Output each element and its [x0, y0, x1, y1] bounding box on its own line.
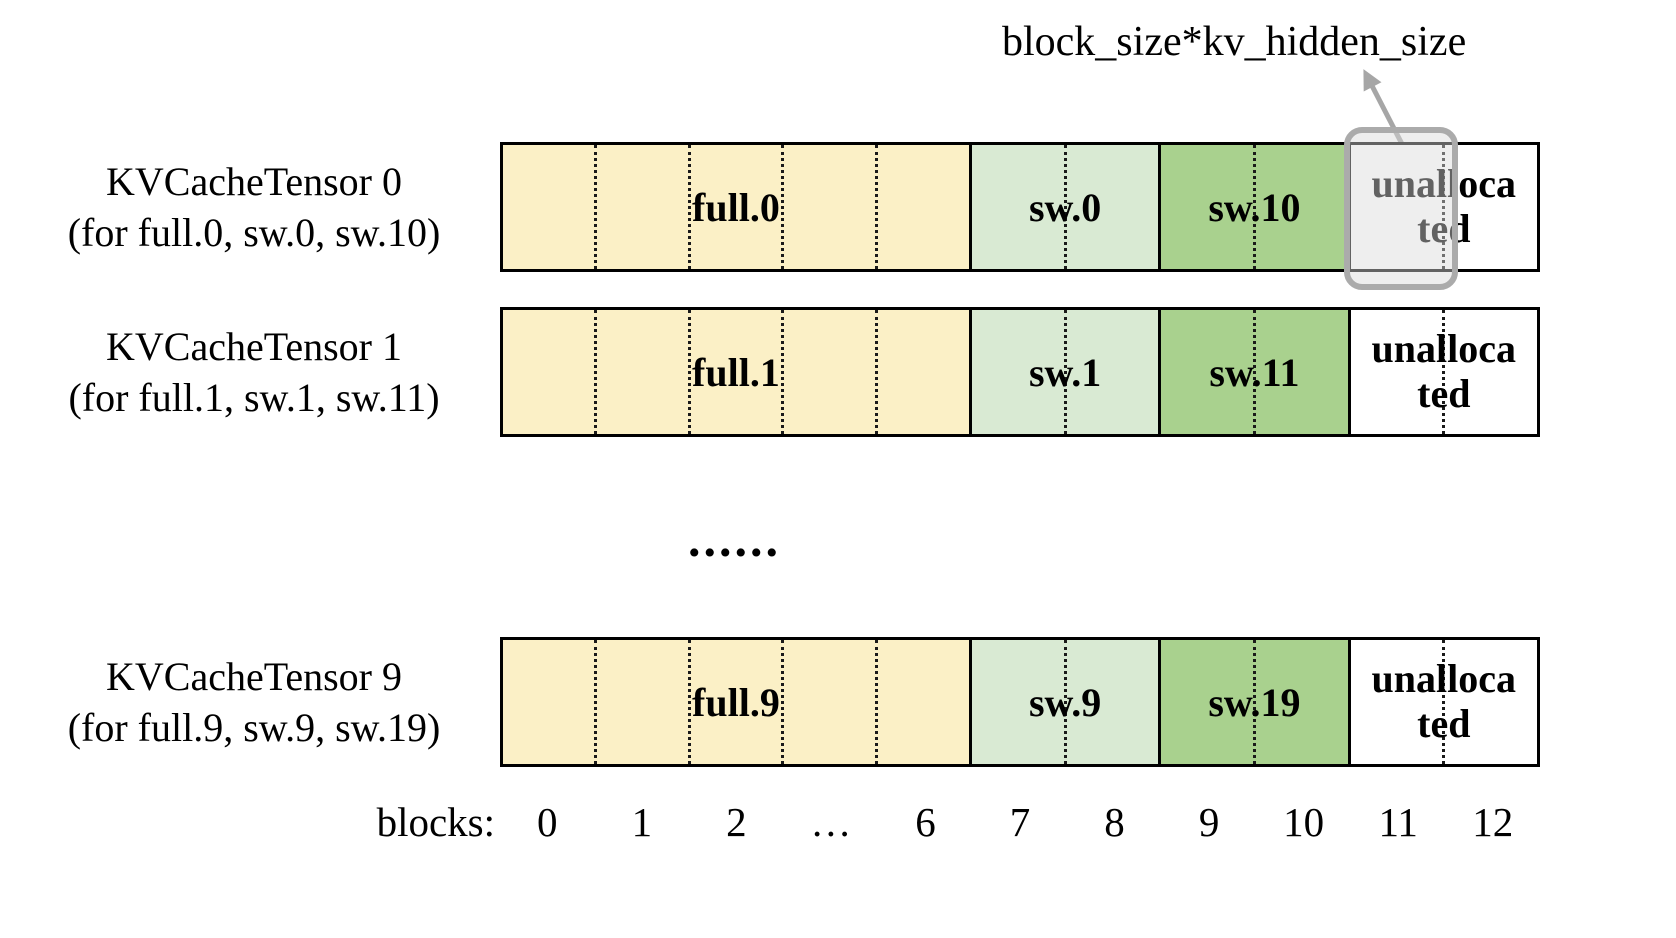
- segment-label-sw-a-1: sw.1: [1028, 349, 1102, 395]
- segment-full-9: full.9: [503, 640, 969, 764]
- block-cell: [875, 310, 969, 434]
- block-grid: [972, 145, 1158, 269]
- tensor-row-1: KVCacheTensor 1 (for full.1, sw.1, sw.11…: [0, 307, 1676, 437]
- axis-tick: 2: [726, 799, 747, 845]
- axis-tick: 11: [1378, 799, 1418, 845]
- segment-label-unallocated-9: unallocated: [1371, 656, 1517, 746]
- axis-tick: 9: [1198, 799, 1220, 845]
- segment-label-unallocated-1: unallocated: [1371, 326, 1517, 416]
- segment-label-full-0: full.0: [692, 184, 780, 230]
- block-axis: blocks: 0 1 2 … 6 7 8 9 10 11 12: [0, 798, 1676, 858]
- segment-label-sw-b-1: sw.11: [1209, 349, 1300, 395]
- tensor-row-9: KVCacheTensor 9 (for full.9, sw.9, sw.19…: [0, 637, 1676, 767]
- axis-tick: 6: [915, 799, 936, 845]
- tensor-subtitle-1: (for full.1, sw.1, sw.11): [68, 375, 440, 420]
- segment-sw-a-1: sw.1: [968, 310, 1159, 434]
- tensor-subtitle-0: (for full.0, sw.0, sw.10): [67, 210, 441, 255]
- segment-full-0: full.0: [503, 145, 969, 269]
- block-cell: [687, 310, 782, 434]
- block-cell: [593, 640, 688, 764]
- tensor-bar-1: full.1 sw.1 sw.11 unallocated: [500, 307, 1540, 437]
- block-axis-label: blocks:: [376, 799, 495, 845]
- block-cell: [503, 310, 594, 434]
- segment-sw-b-0: sw.10: [1158, 145, 1348, 269]
- block-grid: [1351, 145, 1537, 269]
- block-cell: [1063, 145, 1159, 269]
- block-cell: [1442, 145, 1537, 269]
- block-grid: [1161, 145, 1347, 269]
- block-cell: [1442, 640, 1537, 764]
- segment-sw-a-9: sw.9: [968, 640, 1159, 764]
- block-grid: [972, 640, 1158, 764]
- block-grid: [972, 310, 1158, 434]
- tensor-bar-0: full.0 sw.0 sw.10 unallocated: [500, 142, 1540, 272]
- segment-label-sw-a-0: sw.0: [1028, 184, 1102, 230]
- axis-tick: 12: [1472, 799, 1514, 845]
- block-cell: [1252, 145, 1348, 269]
- single-block-highlight: [1344, 127, 1458, 290]
- block-grid: [1351, 310, 1537, 434]
- axis-tick: 10: [1283, 799, 1325, 845]
- block-cell: [1442, 310, 1537, 434]
- segment-unallocated-1: unallocated: [1347, 310, 1537, 434]
- block-cell: [875, 145, 969, 269]
- block-grid: [1161, 310, 1347, 434]
- axis-tick: …: [810, 799, 852, 845]
- block-cell: [781, 640, 875, 764]
- block-cell: [1252, 640, 1348, 764]
- segment-unallocated-9: unallocated: [1347, 640, 1537, 764]
- block-grid: [1161, 640, 1347, 764]
- tensor-row-0: KVCacheTensor 0 (for full.0, sw.0, sw.10…: [0, 127, 1676, 290]
- block-cell: [781, 145, 875, 269]
- segment-label-full-1: full.1: [692, 349, 780, 395]
- segment-label-sw-b-0: sw.10: [1208, 184, 1301, 230]
- block-cell: [1063, 640, 1159, 764]
- block-cell: [593, 310, 688, 434]
- block-grid: [503, 310, 969, 434]
- tensor-bar-9: full.9 sw.9 sw.19 unallocated: [500, 637, 1540, 767]
- block-grid: [503, 640, 969, 764]
- segment-label-sw-b-9: sw.19: [1208, 679, 1301, 725]
- segment-label-sw-a-9: sw.9: [1028, 679, 1102, 725]
- block-grid: [503, 145, 969, 269]
- block-cell: [593, 145, 688, 269]
- block-cell: [1063, 310, 1159, 434]
- tensor-title-9: KVCacheTensor 9: [106, 653, 402, 699]
- segment-sw-b-9: sw.19: [1158, 640, 1348, 764]
- block-cell: [1252, 310, 1348, 434]
- tensor-label-1: KVCacheTensor 1 (for full.1, sw.1, sw.11…: [15, 321, 493, 423]
- segment-label-unallocated-0: unallocated: [1371, 161, 1517, 251]
- segment-sw-a-0: sw.0: [968, 145, 1159, 269]
- segment-full-1: full.1: [503, 310, 969, 434]
- segment-label-full-9: full.9: [692, 679, 780, 725]
- rows-ellipsis: ......: [688, 511, 781, 567]
- tensor-label-9: KVCacheTensor 9 (for full.9, sw.9, sw.19…: [15, 651, 493, 753]
- tensor-title-1: KVCacheTensor 1: [106, 323, 402, 369]
- block-cell: [781, 310, 875, 434]
- segment-sw-b-1: sw.11: [1158, 310, 1348, 434]
- tensor-label-0: KVCacheTensor 0 (for full.0, sw.0, sw.10…: [15, 156, 493, 258]
- annotation-arrow-icon: [1363, 69, 1405, 146]
- block-size-annotation: block_size*kv_hidden_size: [1002, 19, 1467, 65]
- segment-unallocated-0: unallocated: [1347, 145, 1537, 269]
- tensor-subtitle-9: (for full.9, sw.9, sw.19): [67, 705, 441, 750]
- tensor-title-0: KVCacheTensor 0: [106, 158, 402, 204]
- block-cell: [687, 640, 782, 764]
- block-cell: [875, 640, 969, 764]
- block-cell: [687, 145, 782, 269]
- axis-tick: 1: [631, 799, 653, 845]
- axis-tick: 8: [1104, 799, 1125, 845]
- block-grid: [1351, 640, 1537, 764]
- block-cell: [503, 145, 594, 269]
- axis-tick: 7: [1009, 799, 1031, 845]
- block-cell: [503, 640, 594, 764]
- block-axis-ticks: 0 1 2 … 6 7 8 9 10 11 12: [500, 798, 1540, 846]
- axis-tick: 0: [537, 799, 558, 845]
